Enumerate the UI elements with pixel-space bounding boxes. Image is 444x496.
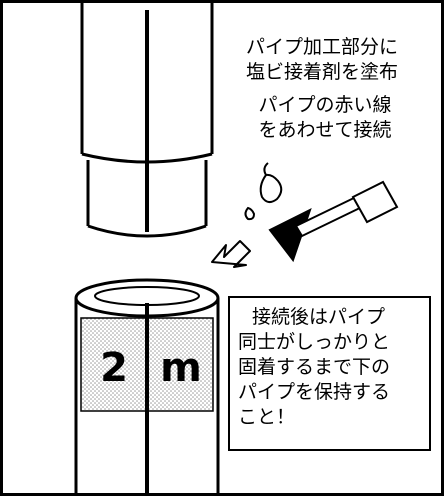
hold-note-box	[228, 296, 431, 451]
adhesive-drop-icon	[244, 162, 283, 221]
hold-note-line-4: パイプを保持する	[238, 381, 391, 403]
hold-note-text: 接続後はパイプ 同士がしっかりと 固着するまで下の パイプを保持する こと！	[238, 305, 426, 430]
align-red-line-caption: パイプの赤い線 をあわせて接続	[230, 93, 420, 143]
insert-direction-arrow-icon	[211, 240, 251, 268]
upper-pipe-machined-end	[86, 160, 208, 238]
hold-note-line-5: こと！	[238, 406, 296, 428]
align-line-2: をあわせて接続	[258, 119, 392, 141]
hold-note-line-1: 接続後はパイプ	[252, 306, 386, 328]
pipe-length-number: 2	[100, 345, 128, 391]
pipe-length-unit: m	[160, 345, 202, 391]
apply-adhesive-line-2: 塩ビ接着剤を塗布	[245, 61, 398, 83]
hold-note-line-3: 固着するまで下の	[238, 356, 391, 378]
apply-adhesive-caption: パイプ加工部分に 塩ビ接着剤を塗布	[222, 35, 422, 85]
apply-adhesive-line-1: パイプ加工部分に	[245, 36, 398, 58]
align-line-1: パイプの赤い線	[258, 94, 392, 116]
adhesive-brush-icon	[268, 180, 399, 263]
hold-note-line-2: 同士がしっかりと	[238, 331, 391, 353]
